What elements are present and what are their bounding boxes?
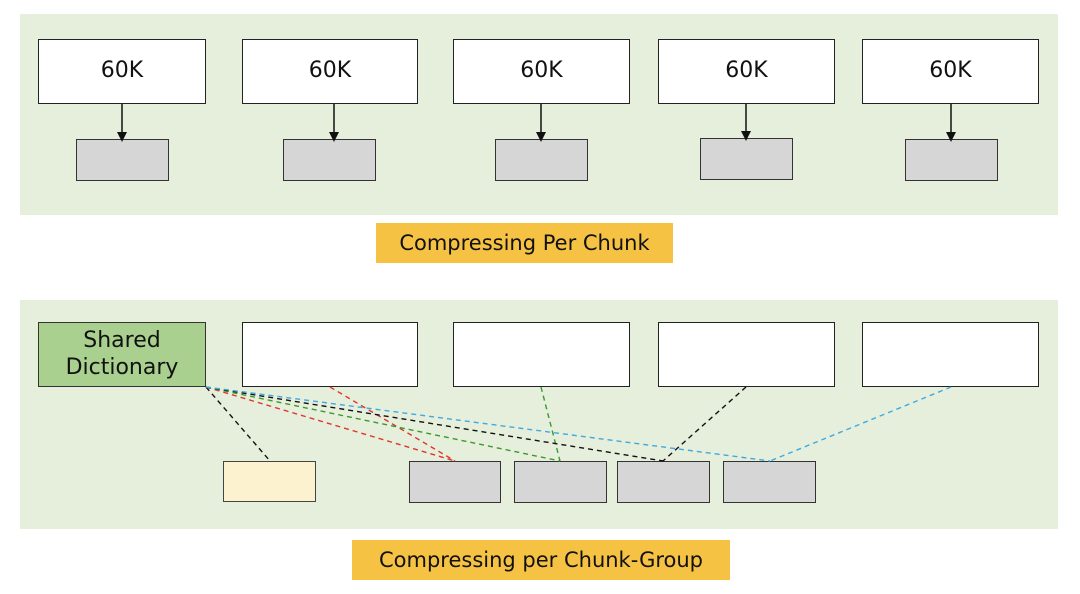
input-block-1: 60K [38,39,206,104]
input-block-empty [658,322,835,387]
per-chunk-caption: Compressing Per Chunk [376,223,673,263]
input-block-4: 60K [658,39,835,104]
compressed-chunk [905,139,998,181]
input-block-5: 60K [862,39,1039,104]
dictionary-output-block [223,461,316,502]
input-block-2: 60K [242,39,418,104]
compressed-chunk [283,139,376,181]
compressed-chunk [409,461,501,503]
input-block-3: 60K [453,39,630,104]
input-block-empty [453,322,630,387]
compressed-chunk [700,138,793,180]
compressed-chunk [495,139,588,181]
compressed-chunk [76,139,169,181]
compressed-chunk [723,461,816,503]
input-block-empty [242,322,418,387]
input-block-empty [862,322,1039,387]
per-chunk-group-caption: Compressing per Chunk-Group [352,540,730,580]
shared-dictionary-box: Shared Dictionary [38,322,206,387]
compressed-chunk [617,461,710,503]
compressed-chunk [514,461,607,503]
